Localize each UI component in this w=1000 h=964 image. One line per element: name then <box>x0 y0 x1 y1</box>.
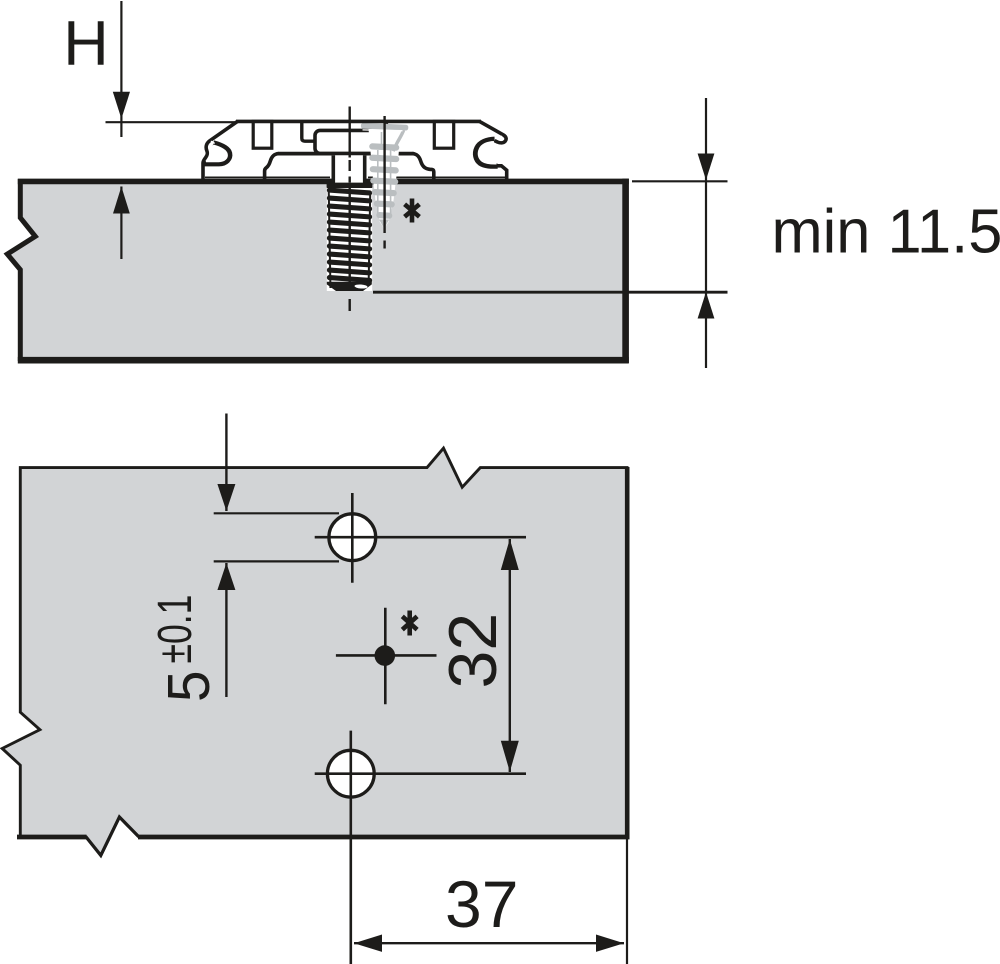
svg-text:±0.1: ±0.1 <box>148 595 201 664</box>
svg-text:min 11.5: min 11.5 <box>772 197 1000 266</box>
svg-text:5: 5 <box>157 670 222 702</box>
svg-text:37: 37 <box>445 867 518 941</box>
svg-text:32: 32 <box>435 613 511 689</box>
svg-text:H: H <box>63 9 109 79</box>
